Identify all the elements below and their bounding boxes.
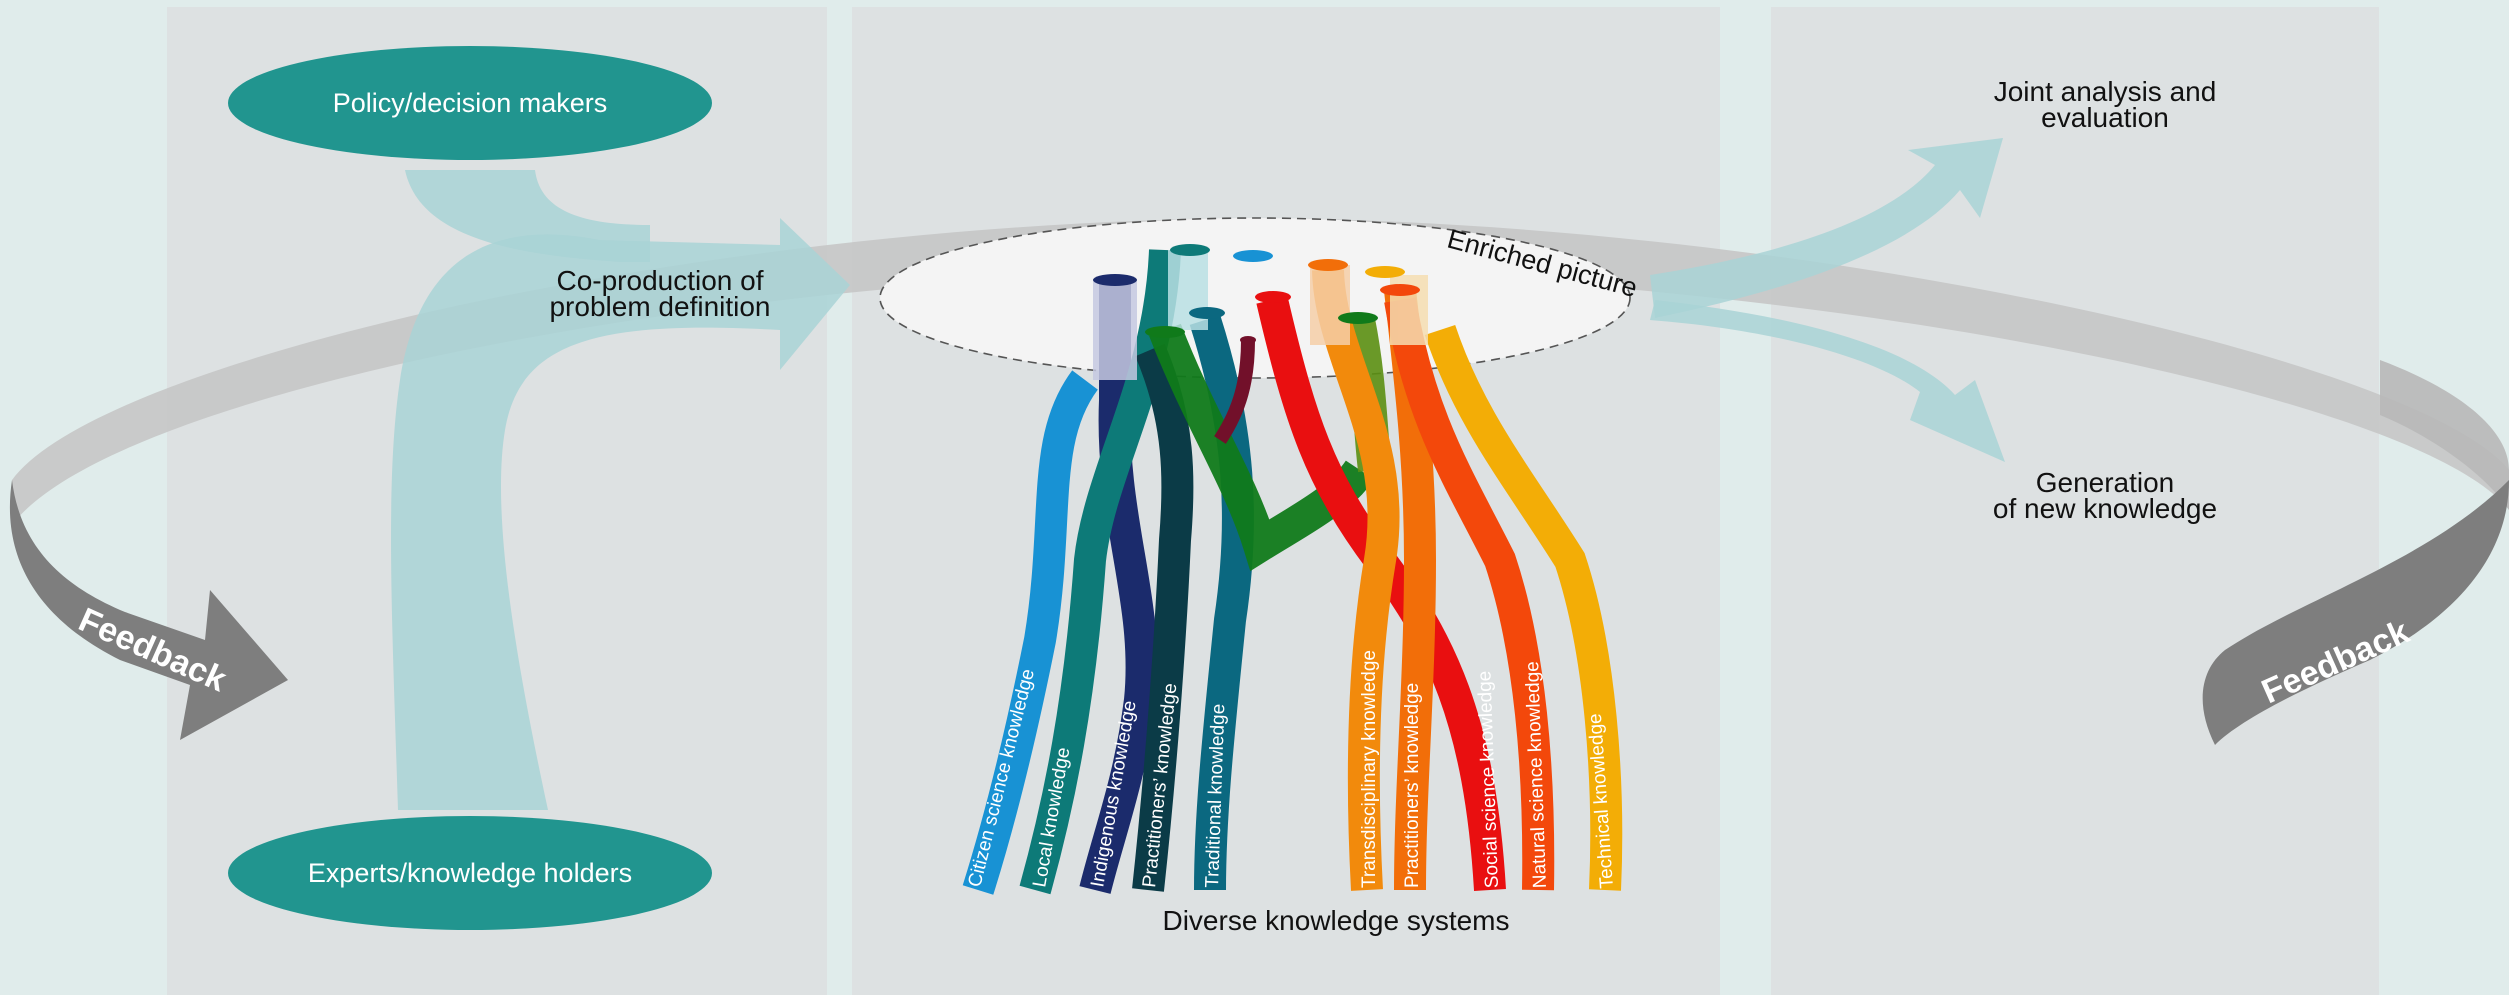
feedback-arrow-left: [9, 480, 288, 740]
experts-ellipse: [228, 816, 712, 930]
strand-citizen: [962, 370, 1099, 895]
joint-analysis-line1: Joint analysis and: [1994, 76, 2217, 107]
cap-green: [1145, 326, 1185, 338]
label-practitioners-right: Practitioners’ knowledge: [1402, 683, 1423, 888]
strand-technical: [1424, 324, 1623, 891]
right-panel: [1771, 7, 2379, 995]
cap-natural: [1380, 284, 1420, 296]
experts-label: Experts/knowledge holders: [308, 858, 632, 888]
generation-line2: of new knowledge: [1993, 493, 2217, 524]
policy-ellipse: [228, 46, 712, 160]
feedback-ring-right-front: [2380, 360, 2509, 510]
coproduction-line1: Co-production of: [556, 265, 763, 296]
arrow-new-knowledge: [1650, 300, 2005, 462]
policy-label: Policy/decision makers: [333, 88, 608, 118]
cap-maroon: [1240, 336, 1256, 344]
coproduction-line2: problem definition: [549, 291, 770, 322]
cap-local: [1170, 244, 1210, 256]
knowledge-strands: [962, 249, 1623, 895]
vertical-flow-arrow: [391, 218, 850, 810]
diverse-knowledge-label: Diverse knowledge systems: [1162, 905, 1509, 936]
strand-maroon: [1214, 339, 1255, 444]
generation-line1: Generation: [2036, 467, 2175, 498]
cap-yellow: [1365, 266, 1405, 278]
cap-citizen: [1233, 250, 1273, 262]
strand-natural: [1384, 297, 1555, 891]
cap-indigenous: [1093, 274, 1137, 286]
cap-green-right: [1338, 312, 1378, 324]
label-transdisciplinary: Transdisciplinary knowledge: [1359, 650, 1380, 888]
arrow-joint-analysis: [1650, 138, 2003, 318]
cap-orange: [1308, 259, 1348, 271]
strand-practitioners-left: [1132, 343, 1194, 892]
cap-red: [1255, 291, 1291, 303]
strand-caps: [1093, 244, 1420, 344]
feedback-arrow-right: [2202, 480, 2509, 745]
joint-analysis-line2: evaluation: [2041, 102, 2169, 133]
strand-transdisciplinary: [1312, 269, 1400, 891]
policy-down-flow: [405, 170, 650, 262]
cap-traditional: [1189, 307, 1225, 319]
